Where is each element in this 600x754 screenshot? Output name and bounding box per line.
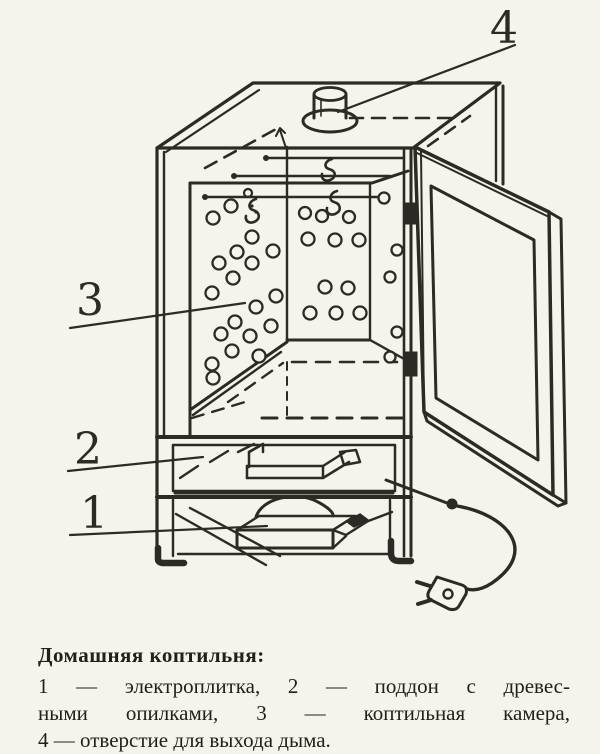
callout-1: 1: [80, 488, 108, 539]
drawer-handle: [245, 442, 362, 480]
burner-dome: [254, 494, 335, 519]
s-hook: [244, 197, 261, 224]
leader-line-1: [68, 524, 269, 537]
figure-caption: Домашняя коптильня: 1 — электроплитка, 2…: [38, 643, 570, 754]
leader-line-3: [68, 301, 247, 330]
caption-line: 4 — отверстие для выхода дыма.: [38, 728, 331, 752]
plug-prong: [415, 580, 432, 588]
smoker-diagram-figure: 4 3 2 1: [66, 3, 568, 612]
callouts: 4 3 2 1: [66, 3, 518, 539]
smoker-diagram: 4 3 2 1: [66, 3, 568, 612]
power-plug: [415, 575, 468, 612]
chimney-flange: [301, 108, 359, 134]
door: [403, 145, 568, 508]
chimney: [301, 86, 359, 134]
chamber-holes: [204, 191, 404, 386]
s-hook: [325, 189, 342, 216]
leader-line-4: [336, 43, 517, 114]
callout-4: 4: [490, 3, 518, 54]
power-cord-plug: [384, 478, 517, 612]
caption-line: ными опилками, 3 — коптильная камера,: [38, 701, 570, 725]
door-hinge: [403, 351, 418, 377]
smoke-chamber: [188, 145, 410, 439]
power-cord: [455, 504, 517, 592]
plug-prong: [416, 598, 433, 606]
chimney-pipe: [312, 93, 348, 120]
door-frame: [413, 145, 555, 497]
cabinet-top: [155, 81, 505, 186]
callout-3: 3: [76, 275, 104, 326]
caption-line: 1 — электроплитка, 2 — поддон с древес-: [38, 674, 570, 698]
hot-plate: [235, 494, 370, 550]
caption-title: Домашняя коптильня:: [38, 643, 265, 667]
hot-plate-compartment: [154, 494, 415, 567]
s-hook: [320, 157, 337, 182]
callout-2: 2: [74, 424, 102, 475]
door-hinge: [403, 202, 418, 225]
door-panel: [429, 184, 540, 462]
sawdust-tray-drawer: [171, 442, 397, 495]
leader-line-2: [66, 455, 205, 473]
